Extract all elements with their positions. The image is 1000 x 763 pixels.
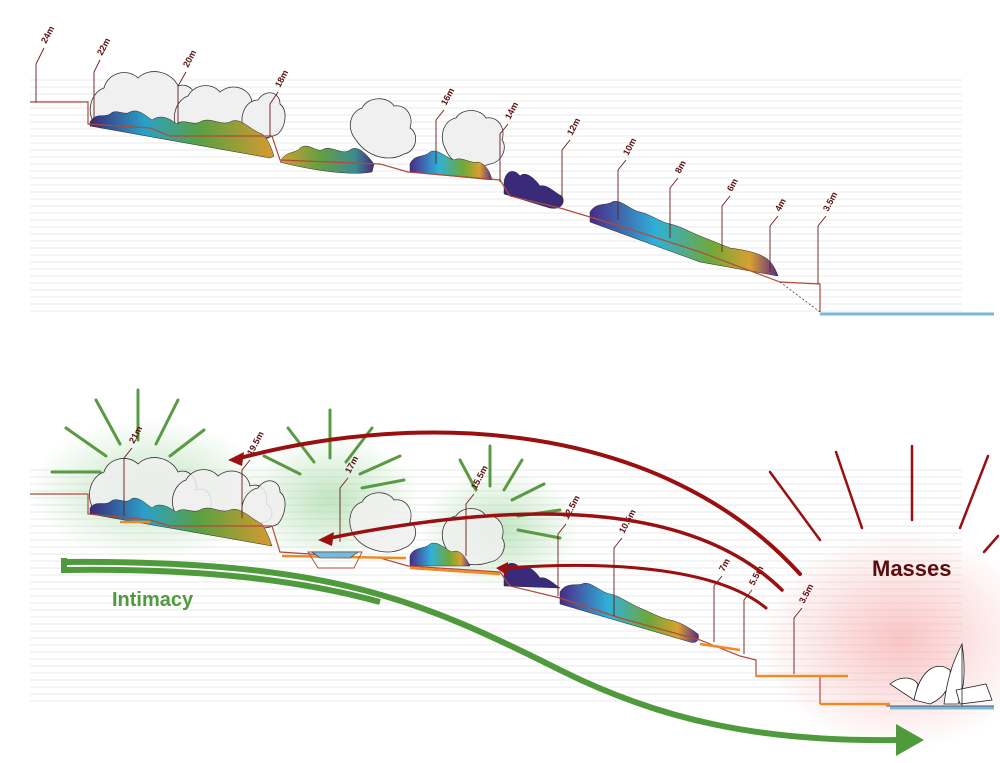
elevation-label: 24m bbox=[39, 24, 56, 45]
masses-rays bbox=[768, 444, 1000, 554]
shrub-icon bbox=[559, 582, 699, 643]
masses-flow-arrows bbox=[238, 430, 802, 610]
elevation-label: 16m bbox=[439, 86, 456, 107]
elevation-label: 7m bbox=[717, 557, 732, 573]
terrain-profile-top bbox=[30, 101, 821, 312]
tree-canopy-icon bbox=[349, 98, 417, 159]
elevation-label: 20m bbox=[181, 48, 198, 69]
intimacy-arrow-base bbox=[61, 558, 381, 605]
elevation-label: 10m bbox=[621, 136, 638, 157]
shrub-icon bbox=[89, 497, 273, 547]
shrub-icon bbox=[589, 200, 779, 277]
elevation-leaders-top bbox=[35, 47, 827, 284]
elevation-label: 22m bbox=[95, 36, 112, 57]
shrub-icon bbox=[89, 110, 275, 159]
masses-label: Masses bbox=[872, 556, 952, 581]
arrowhead-icon bbox=[318, 532, 334, 546]
shrub-icon bbox=[503, 563, 561, 589]
arrowhead-icon bbox=[228, 452, 244, 466]
tree-canopy-icon bbox=[349, 492, 417, 553]
terrain-profile-bottom bbox=[30, 493, 821, 704]
elevation-label: 12m bbox=[565, 116, 582, 137]
intimacy-label: Intimacy bbox=[112, 589, 194, 611]
arrowhead-icon bbox=[496, 562, 508, 576]
elevation-label: 14m bbox=[503, 100, 520, 121]
elevation-leaders-bottom bbox=[123, 447, 803, 674]
arrowhead-icon bbox=[896, 724, 924, 756]
shrub-icon bbox=[279, 145, 375, 174]
tree-canopy-icon bbox=[442, 508, 505, 565]
tree-canopy-icon bbox=[241, 92, 286, 139]
elevation-label: 3.5m bbox=[821, 190, 839, 213]
intimacy-arrow bbox=[63, 558, 899, 744]
tree-canopy-icon bbox=[241, 480, 286, 529]
elevation-label: 8m bbox=[673, 159, 688, 175]
tree-canopy-icon bbox=[442, 110, 505, 167]
elevation-label: 6m bbox=[725, 177, 740, 193]
sail-pavilion-icon bbox=[886, 642, 994, 707]
intimacy-rays bbox=[50, 388, 562, 540]
boat-icon bbox=[311, 551, 359, 559]
elevation-label: 18m bbox=[273, 68, 290, 89]
shrub-icon bbox=[409, 150, 493, 181]
embankment-hatch bbox=[779, 281, 821, 313]
shrub-icon bbox=[409, 542, 471, 567]
shrub-icon bbox=[503, 171, 564, 209]
